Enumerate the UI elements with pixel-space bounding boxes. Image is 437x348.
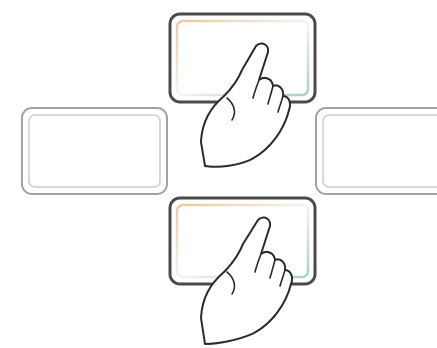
panel-right[interactable] [316,108,437,194]
panel-left[interactable] [22,108,167,194]
